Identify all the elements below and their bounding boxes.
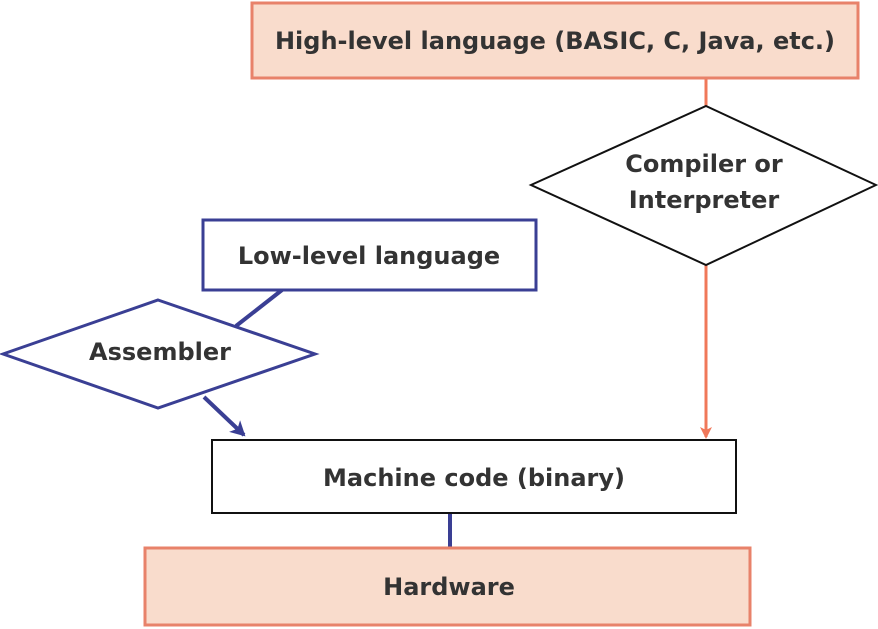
low-level-language-node: Low-level language [201,218,538,292]
high-level-language-box [250,1,860,80]
hardware-node: Hardware [143,546,752,627]
compiler-interpreter-diamond [528,104,878,267]
machine-code-label: Machine code (binary) [323,464,625,492]
high-level-language-label: High-level language (BASIC, C, Java, etc… [275,27,835,55]
connector-lowlevel-to-assembler [234,288,284,328]
machine-code-node: Machine code (binary) [211,439,737,514]
hardware-label: Hardware [383,573,515,601]
assembler-diamond [0,298,320,410]
assembler-label: Assembler [89,338,231,366]
low-level-language-label: Low-level language [238,242,500,270]
compiler-label: Compiler or [625,150,783,178]
compiler-interpreter-node: Compiler or Interpreter [528,104,878,267]
high-level-language-node: High-level language (BASIC, C, Java, etc… [250,1,860,80]
arrow-assembler-to-machine-code [202,395,246,437]
machine-code-box [211,439,737,514]
low-level-language-box [201,218,538,292]
assembler-node: Assembler [0,298,320,410]
hardware-box [143,546,752,627]
interpreter-label: Interpreter [629,186,780,214]
